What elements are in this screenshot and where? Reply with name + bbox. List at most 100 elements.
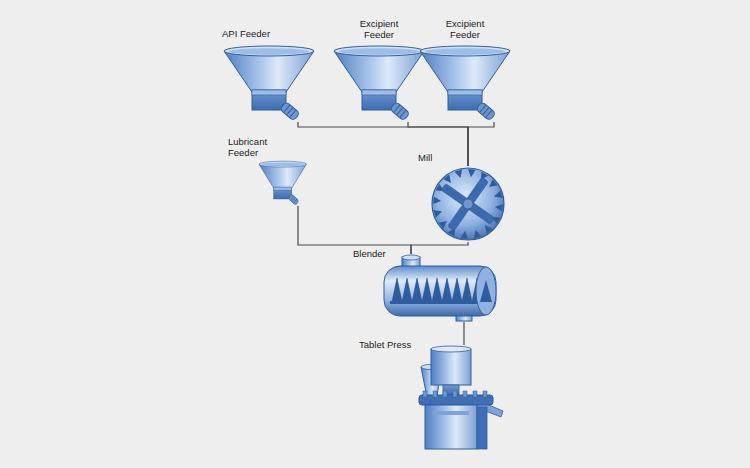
feeder-hopper-part (262, 163, 304, 167)
feeder-hopper (222, 44, 317, 122)
feeder-hopper-part (287, 107, 293, 115)
feeder-hopper-part (284, 105, 290, 113)
mill-rotor-part (485, 225, 493, 234)
mill-rotor-part (438, 221, 447, 229)
blender-drum-node: Blender (380, 254, 502, 322)
tablet-press-machine-part (463, 391, 467, 397)
mill-rotor-part (460, 231, 468, 239)
flow-connector (408, 122, 468, 166)
feeder-hopper-part (339, 48, 419, 54)
mill-rotor-part (433, 196, 441, 204)
mill-rotor-part (434, 210, 443, 217)
flow-line (411, 242, 468, 254)
mill-rotor-part (455, 170, 462, 179)
feeder-hopper-node: API Feeder (222, 44, 317, 122)
node-label: Excipient Feeder (440, 18, 490, 40)
mill-rotor-part (463, 199, 473, 209)
blender-drum-part (476, 267, 496, 315)
flow-connector (298, 206, 411, 254)
blender-drum-part (432, 278, 442, 302)
feeder-hopper-part (483, 107, 489, 115)
flow-line (468, 122, 494, 166)
feeder-hopper-part (229, 48, 309, 54)
feeder-hopper-part (420, 46, 510, 56)
feeder-hopper-part (224, 46, 314, 56)
tablet-press-machine-part (431, 349, 471, 385)
feeder-hopper-node: Excipient Feeder (332, 44, 427, 122)
feeder-hopper-part (400, 110, 406, 118)
blender-drum-part (402, 255, 420, 260)
feeder-hopper-node: Excipient Feeder (418, 44, 513, 122)
blender-drum-part (402, 278, 412, 302)
tablet-press-machine-part (425, 405, 477, 449)
feeder-hopper-part (259, 161, 306, 167)
feeder-hopper-part (362, 90, 396, 95)
feeder-hopper-part (288, 194, 299, 205)
mill-rotor-part (426, 162, 510, 246)
blender-drum-part (412, 278, 422, 302)
node-label: Mill (418, 152, 432, 163)
feeder-hopper-part (397, 107, 403, 115)
feeder-hopper-part (486, 110, 492, 118)
feeder-hopper (332, 44, 427, 122)
flow-line (463, 322, 464, 345)
feeder-hopper-part (280, 102, 300, 121)
feeder-hopper (258, 160, 308, 206)
tablet-press-machine-part (433, 391, 437, 397)
mill-rotor-node: Mill (430, 166, 506, 242)
feeder-hopper-part (394, 105, 400, 113)
feeder-hopper-part (334, 46, 424, 56)
blender-drum-part (452, 278, 462, 302)
feeder-hopper-part (252, 90, 286, 110)
node-label: API Feeder (222, 28, 270, 39)
feeder-hopper-part (290, 196, 293, 201)
node-label: Lubricant Feeder (228, 136, 278, 158)
node-label: Tablet Press (359, 339, 411, 350)
tablet-press-machine-part (483, 391, 487, 397)
flow-connector (298, 122, 468, 166)
feeder-hopper-part (252, 90, 286, 95)
tablet-press-machine-part (433, 411, 469, 415)
mill-rotor-part (474, 230, 481, 239)
flow-connector (411, 242, 468, 254)
tablet-press-machine (415, 345, 505, 450)
feeder-hopper-part (280, 102, 300, 121)
blender-drum-part (442, 278, 452, 302)
feeder-hopper-part (292, 197, 295, 202)
blender-drum-part (462, 278, 472, 302)
mill-rotor-part (468, 169, 476, 177)
feeder-hopper-part (420, 51, 510, 92)
mill-rotor-part (489, 179, 498, 187)
tablet-press-machine-node: Tablet Press (415, 345, 505, 450)
mill-rotor-part (448, 177, 489, 231)
feeder-hopper-part (334, 51, 424, 92)
feeder-hopper-part (294, 199, 297, 204)
feeder-hopper-part (290, 110, 296, 118)
tablet-press-machine-part (443, 391, 447, 397)
mill-rotor-part (432, 168, 504, 240)
blender-drum-part (384, 266, 496, 316)
mill-rotor (430, 166, 506, 242)
feeder-hopper-node: Lubricant Feeder (258, 160, 308, 206)
node-label: Blender (353, 248, 386, 259)
mill-rotor-part (443, 174, 451, 183)
tablet-press-machine-part (477, 407, 487, 449)
feeder-hopper-part (480, 105, 486, 113)
feeder-hopper-part (476, 102, 496, 121)
blender-drum-part (480, 280, 492, 302)
node-label: Excipient Feeder (354, 18, 404, 40)
feeder-hopper-part (390, 102, 410, 121)
feeder-hopper-part (259, 164, 306, 188)
feeder-hopper-part (390, 102, 410, 121)
tablet-press-machine-part (431, 346, 471, 352)
feeder-hopper-part (448, 90, 482, 95)
blender-drum-part (392, 278, 402, 302)
feeder-hopper-part (448, 90, 482, 110)
feeder-hopper-part (274, 187, 292, 199)
tablet-press-machine-part (473, 391, 477, 397)
feeder-hopper-part (274, 187, 292, 190)
blender-drum-part (390, 301, 482, 304)
blender-drum (380, 254, 502, 322)
